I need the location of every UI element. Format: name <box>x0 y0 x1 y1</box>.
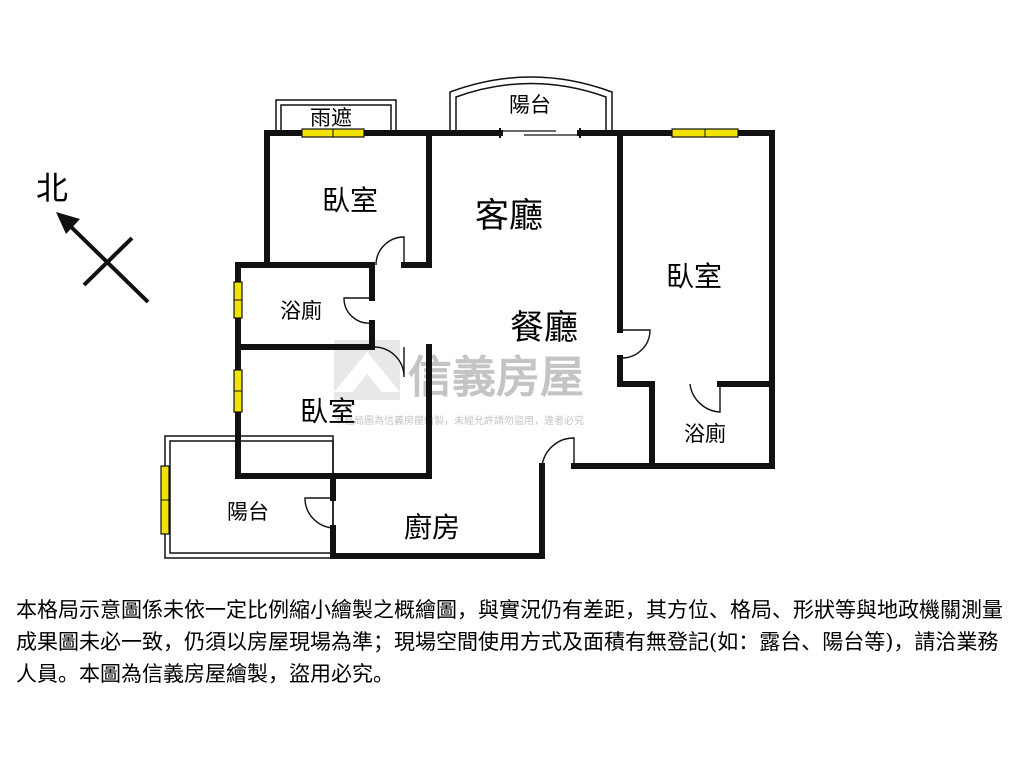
walls <box>235 130 775 559</box>
room-label-dining-room: 餐廳 <box>510 308 578 348</box>
compass-north-label: 北 <box>36 169 68 207</box>
room-label-bedroom-right: 臥室 <box>666 260 722 293</box>
balcony-left-outline-inner <box>169 440 334 554</box>
north-arrow-icon <box>56 212 150 304</box>
room-label-canopy: 雨遮 <box>310 106 352 130</box>
room-label-balcony-top: 陽台 <box>509 93 551 117</box>
room-label-bathroom-left: 浴廁 <box>280 299 322 323</box>
room-label-living-room: 客廳 <box>475 196 543 236</box>
watermark-brand: 信義房屋 <box>408 352 584 403</box>
compass: 北 <box>36 169 150 304</box>
windows <box>160 128 739 535</box>
room-label-bedroom-bottom-left: 臥室 <box>300 395 356 428</box>
watermark: 信義房屋 本格局圖為信義房屋繪製，未經允許請勿盜用，違者必究 <box>334 340 584 427</box>
disclaimer-text: 本格局示意圖係未依一定比例縮小繪製之概繪圖，與實況仍有差距，其方位、格局、形狀等… <box>16 598 1003 686</box>
balcony-top-outline-inner <box>455 82 607 133</box>
balcony-top-outline <box>449 76 613 133</box>
room-label-balcony-left: 陽台 <box>227 500 269 524</box>
room-label-bathroom-right: 浴廁 <box>684 422 726 446</box>
watermark-note: 本格局圖為信義房屋繪製，未經允許請勿盜用，違者必究 <box>334 414 584 427</box>
floor-plan: 信義房屋 本格局圖為信義房屋繪製，未經允許請勿盜用，違者必究 北 <box>36 76 775 559</box>
doors <box>304 236 721 529</box>
room-labels: 臥室 客廳 臥室 浴廁 餐廳 臥室 浴廁 陽台 廚房 陽台 雨遮 <box>227 93 726 544</box>
room-label-bedroom-top-left: 臥室 <box>322 184 378 217</box>
sliding-door <box>499 128 581 138</box>
balcony-left-outline <box>164 435 334 559</box>
room-label-kitchen: 廚房 <box>404 511 460 544</box>
